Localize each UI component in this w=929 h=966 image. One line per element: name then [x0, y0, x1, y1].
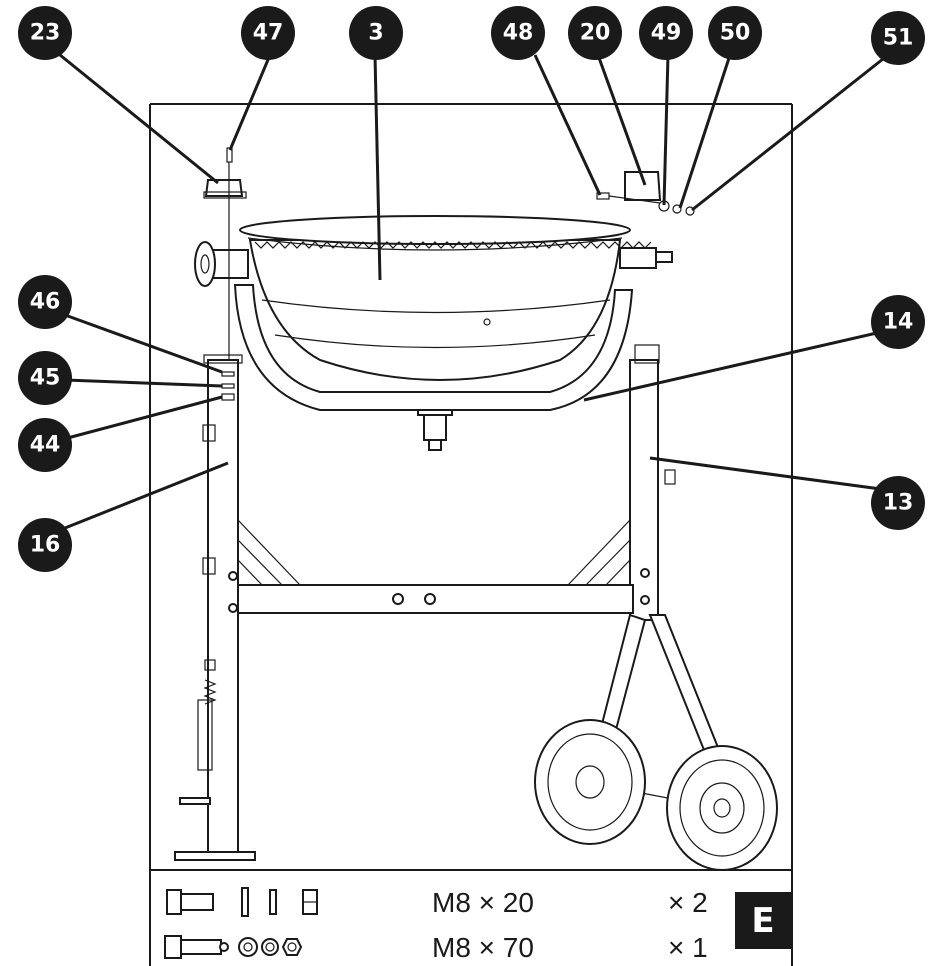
washer-side-icon	[241, 887, 249, 917]
svg-text:E: E	[751, 901, 774, 941]
lock-washer-icon	[261, 938, 279, 956]
svg-text:13: 13	[883, 491, 914, 516]
wheel-right	[666, 745, 778, 871]
bolt-short-icon	[166, 889, 214, 915]
bracket-23	[203, 179, 247, 199]
callout-51: 51	[871, 11, 925, 65]
cross-brace	[237, 519, 634, 614]
left-leg	[174, 354, 256, 861]
callout-46: 46	[18, 275, 72, 329]
svg-text:44: 44	[30, 433, 61, 458]
svg-text:47: 47	[253, 21, 284, 46]
nut-icon	[281, 938, 303, 956]
svg-text:51: 51	[883, 26, 914, 51]
svg-text:46: 46	[30, 290, 61, 315]
hardware-qty-2: × 1	[668, 932, 708, 963]
svg-text:49: 49	[651, 21, 682, 46]
callout-45: 45	[18, 351, 72, 405]
callout-16: 16	[18, 518, 72, 572]
hardware-size-1: M8 × 20	[432, 887, 534, 918]
latch-20-assembly	[596, 171, 695, 216]
svg-text:14: 14	[883, 310, 914, 335]
svg-text:50: 50	[720, 21, 751, 46]
hardware-qty-1: × 2	[668, 887, 708, 918]
hardware-size-2: M8 × 70	[432, 932, 534, 963]
callout-23: 23	[18, 6, 72, 60]
step-label: E	[735, 892, 792, 949]
callout-20: 20	[568, 6, 622, 60]
callouts: 23 47 3 48 20 49 50 51	[18, 6, 925, 572]
callout-50: 50	[708, 6, 762, 60]
svg-text:23: 23	[30, 21, 61, 46]
spring-parts-44-46	[221, 371, 235, 401]
callout-47: 47	[241, 6, 295, 60]
hardware-row-1: M8 × 20 × 2	[166, 887, 708, 918]
svg-text:48: 48	[503, 21, 534, 46]
nut-side-icon	[302, 889, 318, 915]
leader-lines	[59, 53, 891, 532]
bolt-long-icon	[164, 935, 229, 959]
svg-text:45: 45	[30, 366, 61, 391]
callout-14: 14	[871, 295, 925, 349]
svg-text:20: 20	[580, 21, 611, 46]
lock-washer-side-icon	[269, 889, 277, 915]
wheel-left	[534, 719, 646, 845]
svg-text:3: 3	[368, 21, 383, 46]
kettle-pot	[194, 215, 673, 451]
callout-44: 44	[18, 418, 72, 472]
cradle-frame	[233, 284, 634, 411]
callout-13: 13	[871, 476, 925, 530]
callout-3: 3	[349, 6, 403, 60]
washer-icon	[238, 937, 258, 957]
callout-49: 49	[639, 6, 693, 60]
svg-text:16: 16	[30, 533, 61, 558]
callout-48: 48	[491, 6, 545, 60]
hardware-row-2: M8 × 70 × 1	[164, 932, 708, 963]
diagram-frame	[149, 103, 793, 966]
